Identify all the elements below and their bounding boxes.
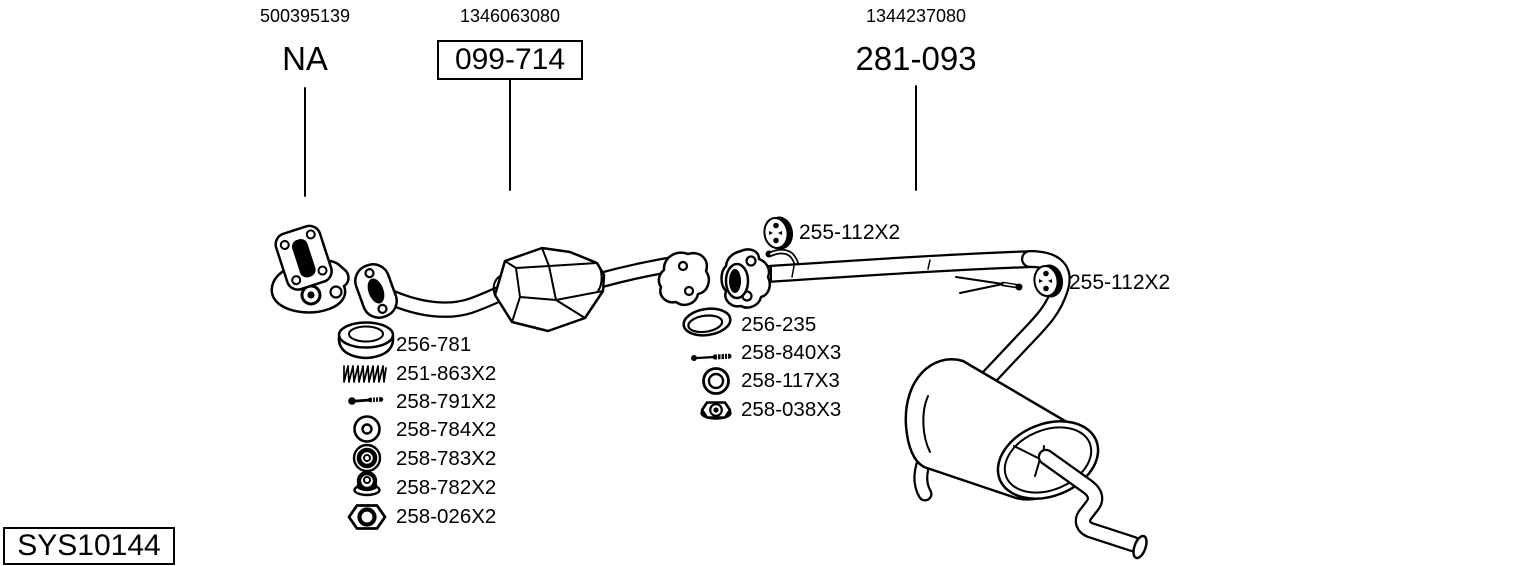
- assembly-code-1: NA: [282, 40, 328, 77]
- assembly-code-3: 281-093: [855, 40, 977, 77]
- front-part-label-3: 258-791X2: [396, 390, 497, 413]
- ring-gasket-icon: [682, 307, 732, 337]
- hex-nut-icon: [347, 504, 387, 530]
- hanger-label-2: 255-112X2: [1069, 271, 1171, 294]
- front-part-label-1: 256-781: [396, 333, 472, 356]
- rubber-hanger-icon: [763, 216, 794, 250]
- washer-icon: [353, 415, 381, 443]
- front-pipe-catalyst-part: [354, 246, 710, 333]
- flange-nut-icon: [700, 401, 732, 420]
- front-flange-part: [270, 224, 350, 314]
- hanger-label-1: 255-112X2: [799, 221, 901, 244]
- mid-part-label-2: 258-840X3: [741, 341, 842, 364]
- mid-part-label-3: 258-117X3: [741, 369, 840, 392]
- mid-part-label-4: 258-038X3: [741, 398, 842, 421]
- assembly-ref-3: 1344237080: [865, 6, 967, 26]
- washer-ring-icon: [702, 367, 730, 395]
- leader-lines: [304, 79, 917, 197]
- mid-part-label-1: 256-235: [741, 313, 817, 336]
- front-part-label-5: 258-783X2: [396, 447, 497, 470]
- front-part-label-6: 258-782X2: [396, 476, 497, 499]
- center-rear-pipe-part: [720, 248, 1148, 560]
- assembly-ref-2: 1346063080: [459, 6, 561, 26]
- assembly-ref-1: 500395139: [259, 6, 351, 26]
- diagram-id-box: SYS10144: [3, 527, 175, 565]
- rubber-hanger-icon: [1033, 264, 1064, 298]
- front-part-label-2: 251-863X2: [396, 362, 497, 385]
- grommet-stack-icon: [353, 470, 381, 497]
- long-bolt-icon: [691, 353, 732, 361]
- bolt-icon: [348, 396, 384, 405]
- assembly-code-2-box: 099-714: [437, 40, 583, 80]
- grommet-icon: [352, 443, 382, 473]
- flare-gasket-icon: [337, 321, 395, 360]
- front-part-label-7: 258-026X2: [396, 505, 497, 528]
- front-part-label-4: 258-784X2: [396, 418, 497, 441]
- coil-spring-icon: [343, 365, 387, 383]
